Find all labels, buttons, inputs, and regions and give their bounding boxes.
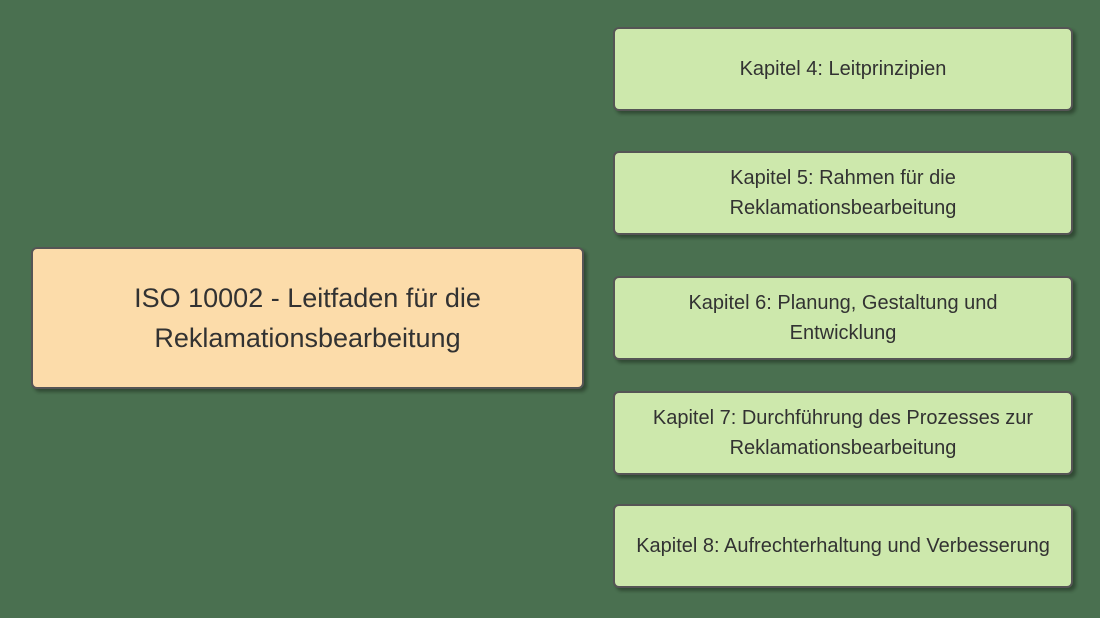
title-box-label: ISO 10002 - Leitfaden für die Reklamatio… <box>134 283 481 353</box>
chapter-box-kapitel-6: Kapitel 6: Planung, Gestaltung und Entwi… <box>613 276 1073 360</box>
title-box: ISO 10002 - Leitfaden für die Reklamatio… <box>31 247 584 389</box>
chapter-box-label: Kapitel 4: Leitprinzipien <box>739 58 947 80</box>
chapter-box-kapitel-8: Kapitel 8: Aufrechterhaltung und Verbess… <box>613 504 1073 588</box>
chapter-box-label: Kapitel 8: Aufrechterhaltung und Verbess… <box>636 535 1050 557</box>
chapter-box-kapitel-4: Kapitel 4: Leitprinzipien <box>613 27 1073 111</box>
chapter-box-kapitel-5: Kapitel 5: Rahmen für die Reklamationsbe… <box>613 151 1073 235</box>
chapter-box-kapitel-7: Kapitel 7: Durchführung des Prozesses zu… <box>613 391 1073 475</box>
chapter-box-label: Kapitel 6: Planung, Gestaltung und Entwi… <box>688 292 998 344</box>
chapter-box-label: Kapitel 5: Rahmen für die Reklamationsbe… <box>729 167 957 219</box>
chapter-box-label: Kapitel 7: Durchführung des Prozesses zu… <box>652 407 1034 459</box>
